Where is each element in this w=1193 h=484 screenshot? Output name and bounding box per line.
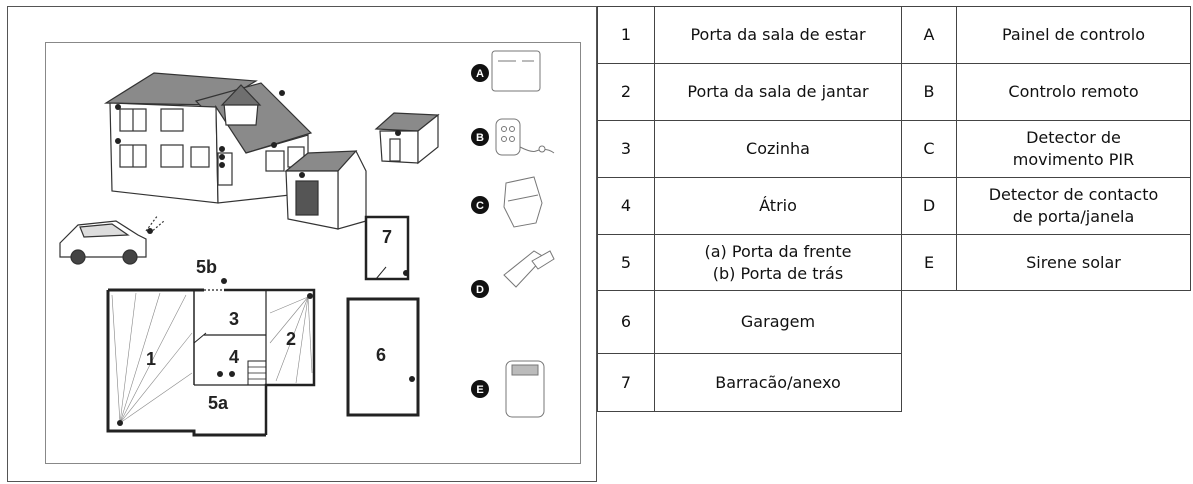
device-description: Sirene solar: [956, 234, 1191, 291]
badge-e: E: [471, 380, 489, 398]
legend-row-2: 2 Porta da sala de jantar B Controlo rem…: [597, 63, 1191, 121]
device-code: D: [901, 177, 957, 235]
house-plan-diagram: 1 2 3 4 5a 5b 6 7: [59, 50, 555, 437]
room-label-7: 7: [382, 227, 392, 247]
legend-table: 1 Porta da sala de estar A Painel de con…: [597, 6, 1191, 412]
room-description-line1: (a) Porta da frente: [704, 241, 852, 261]
room-number: 3: [597, 120, 655, 178]
device-code: C: [901, 120, 957, 178]
illustration-frame: 1 2 3 4 5a 5b 6 7: [45, 42, 581, 464]
room-number: 4: [597, 177, 655, 235]
empty-cell: [901, 353, 1191, 412]
device-description: Detector de contacto de porta/janela: [956, 177, 1191, 235]
room-label-5a: 5a: [208, 393, 229, 413]
room-label-6: 6: [376, 345, 386, 365]
room-number: 2: [597, 63, 655, 121]
illustration-panel: 1 2 3 4 5a 5b 6 7: [7, 6, 597, 482]
room-description-line2: (b) Porta de trás: [712, 263, 844, 283]
room-description: Garagem: [654, 290, 902, 354]
room-number: 6: [597, 290, 655, 354]
svg-text:B: B: [476, 132, 484, 144]
legend-row-3: 3 Cozinha C Detector de movimento PIR: [597, 120, 1191, 178]
device-description: Detector de movimento PIR: [956, 120, 1191, 178]
room-description: Porta da sala de estar: [654, 6, 902, 64]
device-code: E: [901, 234, 957, 291]
room-description: (a) Porta da frente (b) Porta de trás: [654, 234, 902, 291]
legend-row-6: 6 Garagem: [597, 290, 1191, 354]
room-label-4: 4: [229, 347, 239, 367]
room-description: Porta da sala de jantar: [654, 63, 902, 121]
room-number: 5: [597, 234, 655, 291]
device-code: A: [901, 6, 957, 64]
room-label-2: 2: [286, 329, 296, 349]
device-description: Controlo remoto: [956, 63, 1191, 121]
svg-text:D: D: [476, 284, 484, 296]
house-drawing: [103, 72, 440, 230]
room-label-5b: 5b: [196, 257, 217, 277]
badge-d: D: [471, 280, 489, 298]
badge-b: B: [471, 128, 489, 146]
legend-row-7: 7 Barracão/anexo: [597, 353, 1191, 412]
device-description: Painel de controlo: [956, 6, 1191, 64]
badge-a: A: [471, 64, 489, 82]
room-number: 7: [597, 353, 655, 412]
badge-c: C: [471, 196, 489, 214]
room-description: Átrio: [654, 177, 902, 235]
floor-plan: [106, 215, 420, 437]
svg-text:C: C: [476, 200, 484, 212]
svg-text:E: E: [476, 384, 483, 396]
device-description-line1: Detector de: [1026, 128, 1121, 147]
room-label-3: 3: [229, 309, 239, 329]
empty-cell: [901, 290, 1191, 354]
device-description-line2: de porta/janela: [1012, 207, 1135, 226]
device-description-line2: movimento PIR: [1012, 150, 1135, 169]
legend-row-4: 4 Átrio D Detector de contacto de porta/…: [597, 177, 1191, 235]
legend-row-1: 1 Porta da sala de estar A Painel de con…: [597, 6, 1191, 64]
device-code: B: [901, 63, 957, 121]
car-drawing: [59, 214, 165, 265]
plan-markers: [115, 90, 415, 426]
legend-row-5: 5 (a) Porta da frente (b) Porta de trás …: [597, 234, 1191, 291]
device-description-line1: Detector de contacto: [988, 185, 1159, 204]
room-label-1: 1: [146, 349, 156, 369]
room-description: Barracão/anexo: [654, 353, 902, 412]
room-number: 1: [597, 6, 655, 64]
device-icons: [491, 50, 555, 418]
svg-text:A: A: [476, 68, 484, 80]
room-description: Cozinha: [654, 120, 902, 178]
